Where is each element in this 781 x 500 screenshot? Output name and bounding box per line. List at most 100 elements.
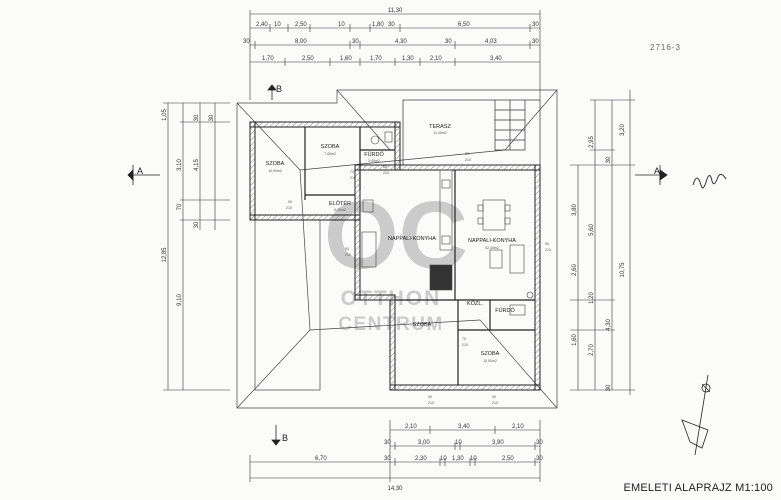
bottom-dimension-labels: 2,10 3,40 2,10 30 3,00 10 3,90 30 30 2,3… <box>315 424 543 492</box>
section-a-left: A <box>137 166 143 176</box>
room-furdo-n: FÜRDŐ <box>364 151 384 158</box>
svg-text:30: 30 <box>384 440 391 446</box>
svg-text:210: 210 <box>383 171 389 175</box>
room-nappali-right: NAPPALI-KONYHA <box>468 238 516 244</box>
coffee-table <box>489 249 503 269</box>
stairs-small <box>362 199 374 213</box>
svg-text:11,30: 11,30 <box>388 8 403 14</box>
room-szoba-s2: SZOBA <box>481 351 500 357</box>
left-dimension-labels: 1,05 3,10 4,15 30 30 70 30 12,85 9,10 <box>162 109 215 306</box>
svg-text:90: 90 <box>345 247 349 251</box>
top-dimensions <box>249 10 541 100</box>
svg-text:30: 30 <box>384 456 391 462</box>
svg-text:30: 30 <box>194 221 200 228</box>
svg-text:4,03: 4,03 <box>485 39 497 45</box>
room-szoba-s2-area: 10,50m2 <box>483 359 497 363</box>
svg-text:210: 210 <box>428 401 434 405</box>
svg-text:2,50: 2,50 <box>502 456 514 462</box>
interior-walls <box>304 127 535 385</box>
svg-text:4,30: 4,30 <box>606 319 612 331</box>
svg-text:2,50: 2,50 <box>295 22 307 28</box>
svg-text:90: 90 <box>428 395 432 399</box>
stove <box>429 264 453 291</box>
signature <box>692 173 727 189</box>
room-nappali-left: NAPPALI-KONYHA <box>388 236 436 242</box>
room-terasz-area: 11,40m2 <box>433 131 446 135</box>
svg-text:30: 30 <box>209 114 215 121</box>
svg-text:8,00: 8,00 <box>295 39 307 45</box>
bottom-dimensions <box>249 420 541 482</box>
svg-text:1,70: 1,70 <box>370 56 382 62</box>
room-furdo-s: FÜRDŐ <box>495 307 515 314</box>
svg-text:4,30: 4,30 <box>395 39 407 45</box>
svg-text:210: 210 <box>350 176 356 180</box>
room-labels: SZOBA 10,90m2 SZOBA 7,80m2 FÜRDŐ 3,40m2 … <box>266 124 517 363</box>
room-szoba-n: SZOBA <box>321 144 340 150</box>
svg-text:30: 30 <box>388 22 395 28</box>
svg-text:12,85: 12,85 <box>162 247 168 263</box>
svg-text:2,10: 2,10 <box>430 56 442 62</box>
svg-text:30: 30 <box>606 384 612 391</box>
section-a-right: A <box>654 166 660 176</box>
svg-text:2,60: 2,60 <box>572 264 578 276</box>
section-markers <box>127 84 668 446</box>
svg-text:2,40: 2,40 <box>256 22 268 28</box>
right-dimensions <box>570 90 635 395</box>
sofa-right <box>509 244 525 274</box>
svg-text:10,75: 10,75 <box>620 262 626 278</box>
right-dimension-labels: 3,20 2,95 30 3,80 5,60 2,60 1,20 4,30 2,… <box>572 124 626 392</box>
section-b-bottom: B <box>282 433 288 443</box>
svg-text:6,50: 6,50 <box>458 22 470 28</box>
top-dimension-labels: 11,30 2,40 10 2,50 10 1,80 30 6,50 30 30… <box>243 8 539 62</box>
room-nappali-right-area: 52,40m2 <box>485 246 499 250</box>
svg-text:2,95: 2,95 <box>589 136 595 148</box>
svg-text:70: 70 <box>462 337 466 341</box>
svg-text:6,70: 6,70 <box>315 456 327 462</box>
toilet <box>384 131 393 143</box>
svg-text:1,80: 1,80 <box>372 22 384 28</box>
north-arrow <box>681 374 711 456</box>
svg-text:3,40: 3,40 <box>458 424 470 430</box>
svg-text:1,70: 1,70 <box>262 56 274 62</box>
watermark: OC OTTHON CENTRUM <box>324 182 468 335</box>
svg-text:30: 30 <box>445 39 452 45</box>
room-eloter: ELŐTÉR <box>329 200 351 207</box>
terrace <box>402 99 541 166</box>
svg-text:80: 80 <box>465 152 469 156</box>
svg-text:3,10: 3,10 <box>177 159 183 171</box>
svg-text:2,30: 2,30 <box>415 456 427 462</box>
room-szoba-nw-area: 10,90m2 <box>268 169 282 173</box>
left-dimensions <box>163 102 230 391</box>
svg-text:1,60: 1,60 <box>340 56 352 62</box>
drawing-caption: EMELETI ALAPRAJZ M1:100 <box>623 482 773 494</box>
kitchen-counter <box>439 169 453 251</box>
sofa-left <box>361 231 377 268</box>
svg-text:90: 90 <box>545 242 549 246</box>
svg-text:3,80: 3,80 <box>572 204 578 216</box>
svg-text:210: 210 <box>462 343 468 347</box>
svg-text:1,30: 1,30 <box>452 456 464 462</box>
svg-text:2,10: 2,10 <box>512 424 524 430</box>
room-eloter-area: 5,20m2 <box>334 208 346 212</box>
svg-text:9,10: 9,10 <box>177 294 183 306</box>
svg-text:210: 210 <box>545 248 551 252</box>
svg-text:1,05: 1,05 <box>162 109 168 121</box>
svg-text:3,40: 3,40 <box>490 56 502 62</box>
svg-text:90: 90 <box>288 200 292 204</box>
svg-text:10: 10 <box>455 440 462 446</box>
washbasin <box>370 135 380 145</box>
svg-text:3,90: 3,90 <box>492 440 504 446</box>
svg-text:70: 70 <box>177 203 183 210</box>
svg-text:3,20: 3,20 <box>620 124 626 136</box>
door-labels: 90 210 70 210 60 210 90 210 80 210 90 21… <box>286 152 551 405</box>
room-szoba-s1: SZOBA <box>413 322 432 328</box>
svg-text:2,50: 2,50 <box>302 56 314 62</box>
bathtub <box>509 304 526 316</box>
svg-text:30: 30 <box>532 22 539 28</box>
svg-text:10: 10 <box>338 22 345 28</box>
svg-text:90: 90 <box>492 395 496 399</box>
svg-text:10: 10 <box>440 456 447 462</box>
svg-text:10: 10 <box>274 22 281 28</box>
sheet-reference: 2716-3 <box>650 43 681 52</box>
